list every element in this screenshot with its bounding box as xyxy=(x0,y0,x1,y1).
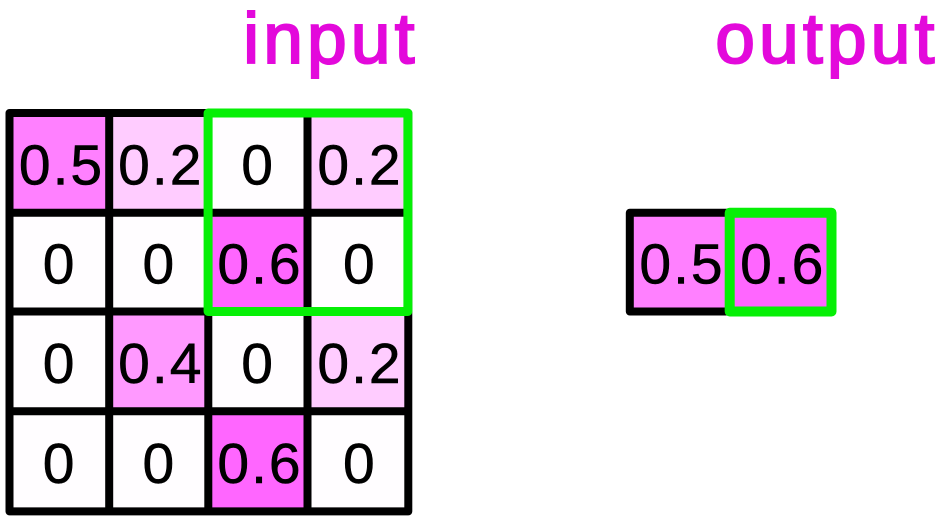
svg-text:0.6: 0.6 xyxy=(217,233,302,297)
svg-text:0: 0 xyxy=(43,233,75,297)
svg-text:0.2: 0.2 xyxy=(317,332,402,396)
svg-text:0: 0 xyxy=(343,233,375,297)
svg-text:0.5: 0.5 xyxy=(639,233,724,297)
svg-text:0.6: 0.6 xyxy=(217,432,302,496)
svg-text:0: 0 xyxy=(43,432,75,496)
svg-text:0: 0 xyxy=(142,432,174,496)
svg-text:output: output xyxy=(715,0,938,79)
svg-text:0: 0 xyxy=(142,233,174,297)
svg-text:input: input xyxy=(243,0,418,79)
svg-text:0.5: 0.5 xyxy=(19,134,104,198)
svg-text:0.2: 0.2 xyxy=(317,134,402,198)
svg-text:0: 0 xyxy=(241,332,273,396)
svg-text:0: 0 xyxy=(43,332,75,396)
svg-text:0.6: 0.6 xyxy=(740,233,825,297)
svg-text:0.4: 0.4 xyxy=(118,332,203,396)
svg-text:0.2: 0.2 xyxy=(118,134,203,198)
svg-text:0: 0 xyxy=(241,134,273,198)
svg-text:0: 0 xyxy=(343,432,375,496)
